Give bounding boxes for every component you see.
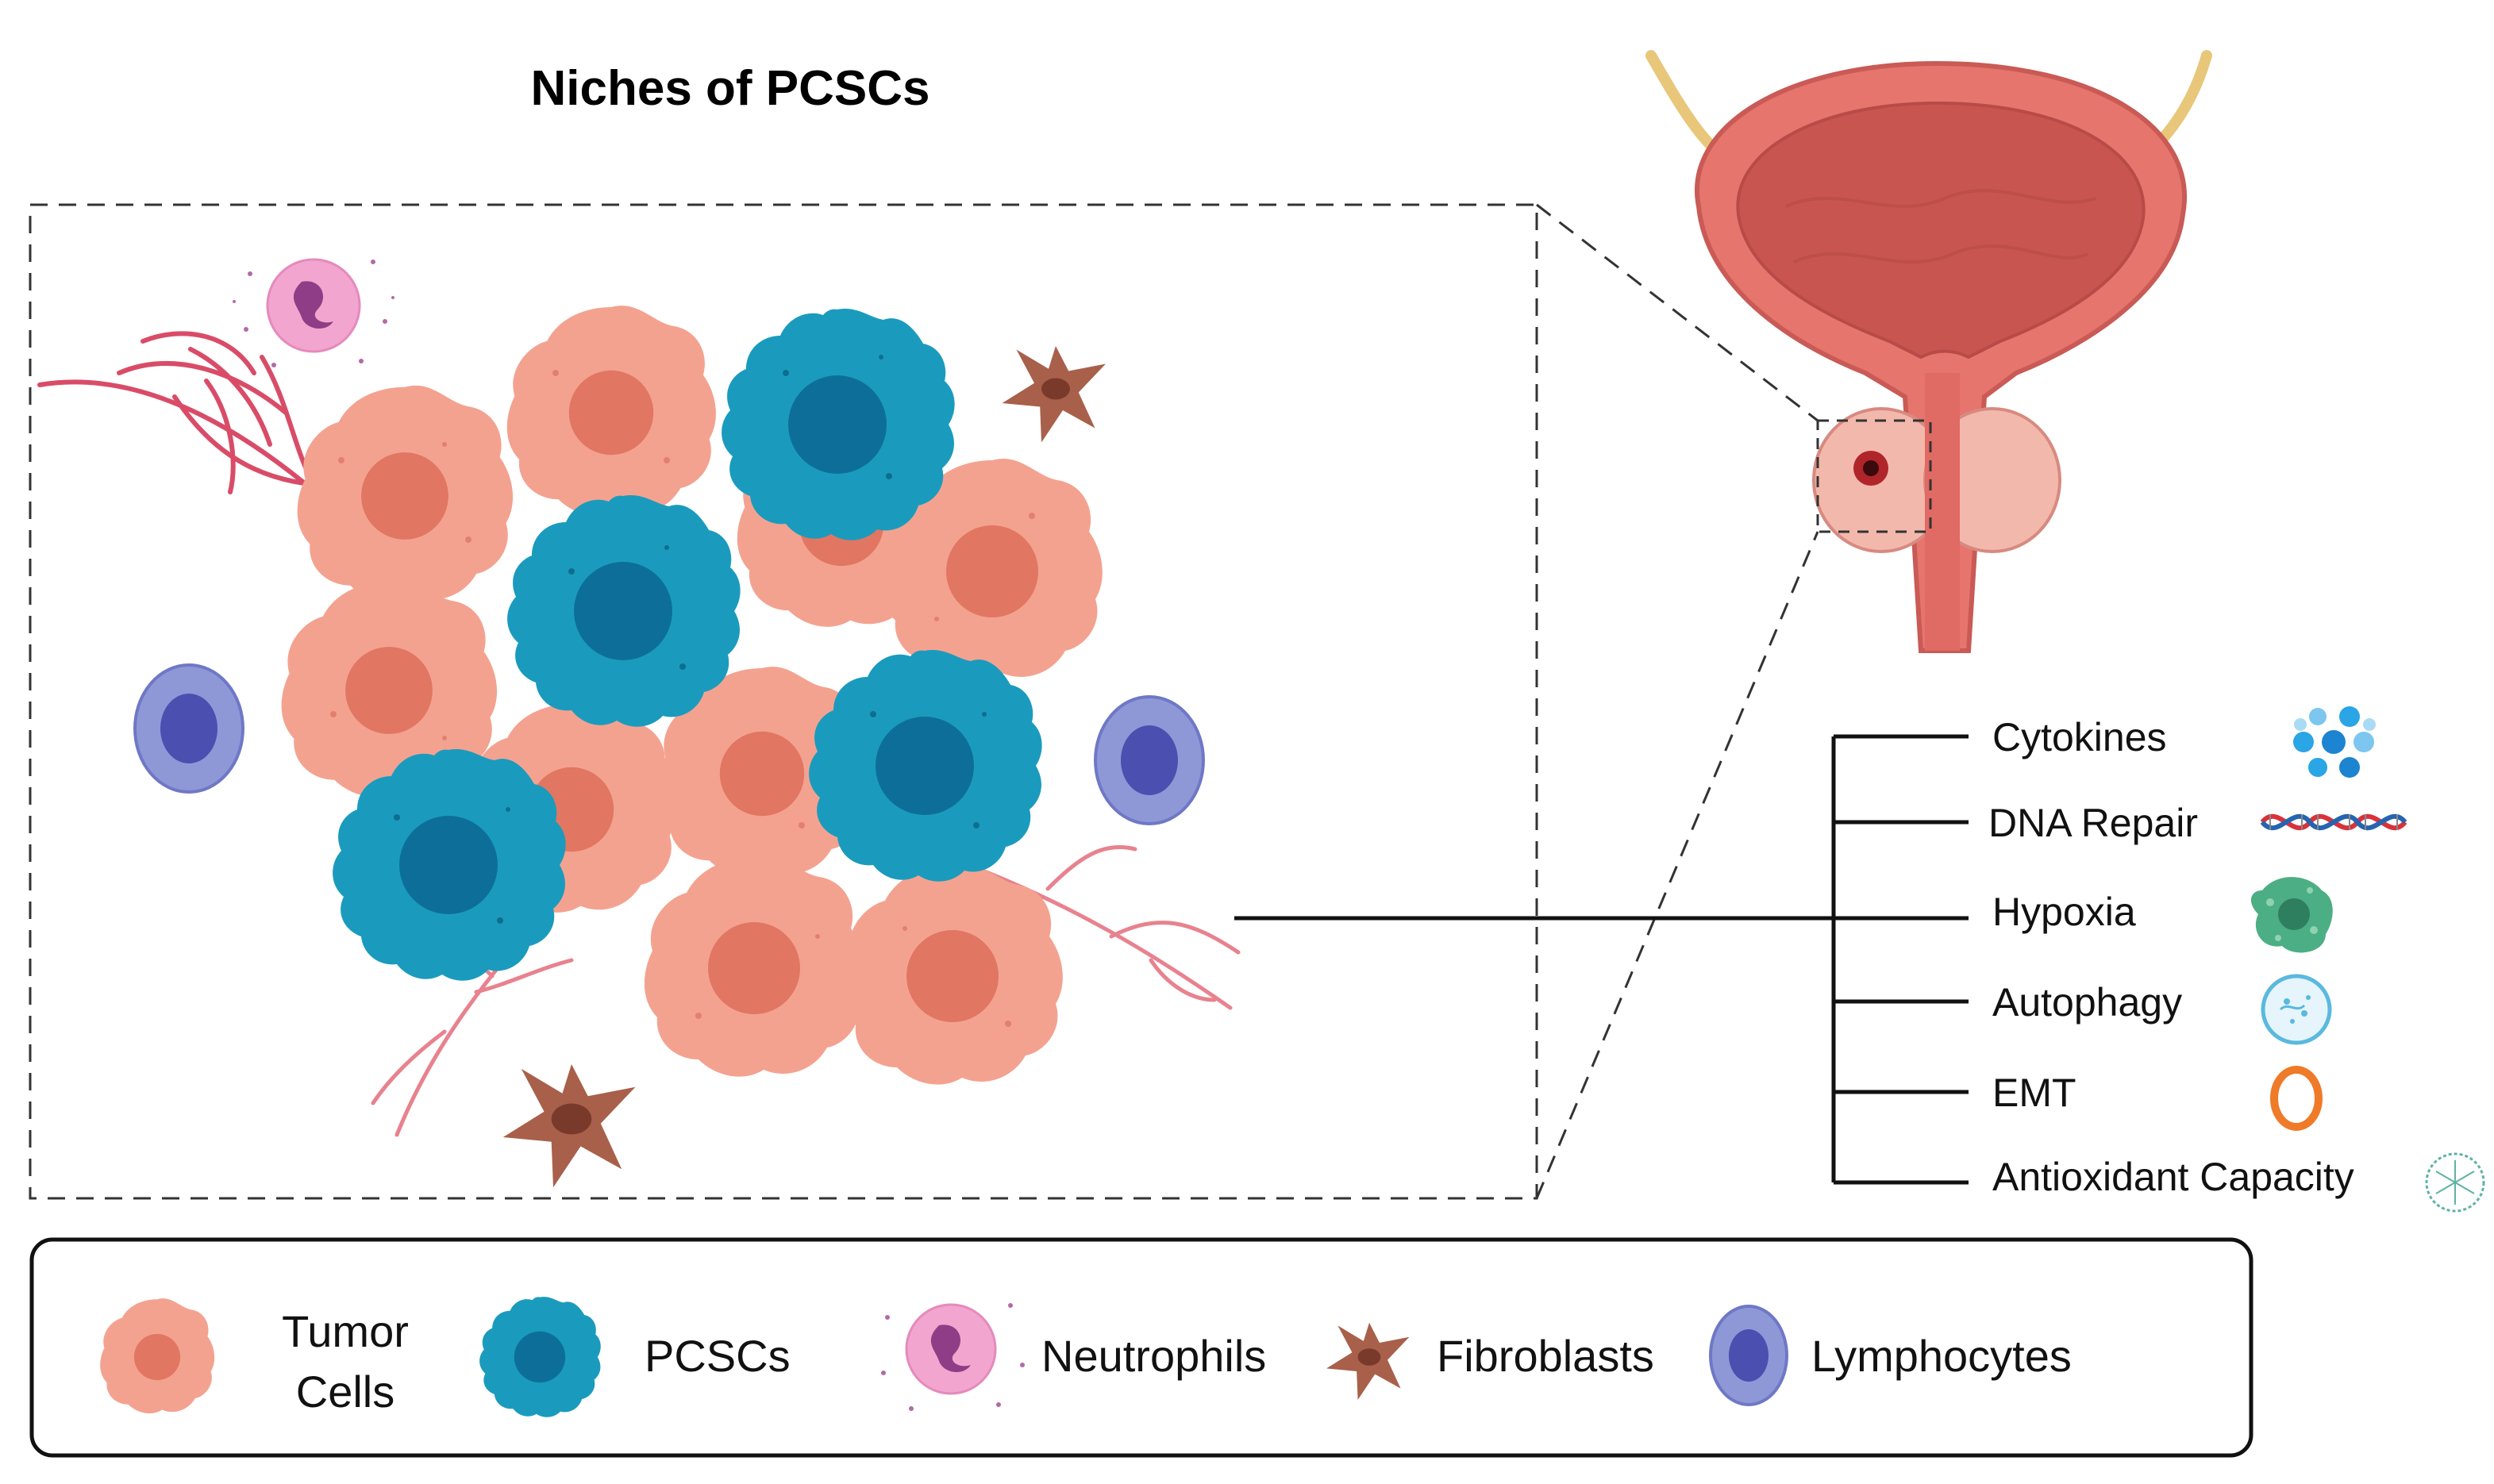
tumor-cell xyxy=(882,458,1103,680)
fibroblast-cell xyxy=(502,1064,636,1188)
factor-label: Autophagy xyxy=(1992,980,2182,1025)
pcsc-cells xyxy=(333,308,1042,981)
factor-connector-tree xyxy=(1234,734,1969,1185)
blood-vessel-top-left xyxy=(37,331,312,494)
legend-tumor-cell-icon xyxy=(100,1298,215,1414)
zoom-connector-bottom xyxy=(1535,531,1819,1199)
hypoxia-icon xyxy=(2250,877,2333,953)
legend-label-pcscs: PCSCs xyxy=(645,1331,791,1381)
factor-labels: Cytokines DNA Repair Hypoxia Autophagy E… xyxy=(1988,715,2354,1199)
cytokines-icon xyxy=(2293,706,2376,778)
pcsc-cell xyxy=(333,748,566,981)
pcsc-cell xyxy=(507,494,741,727)
tumor-cell xyxy=(644,855,864,1077)
pcsc-cell xyxy=(722,308,955,540)
zoom-connector-top xyxy=(1536,203,1819,422)
antioxidant-icon xyxy=(2425,1152,2485,1213)
blood-vessel-right xyxy=(966,844,1241,1010)
tumor-site-zoom-box xyxy=(1816,419,1932,533)
factor-label: EMT xyxy=(1992,1071,2076,1115)
legend-label-tumor-line1: Tumor xyxy=(282,1306,409,1356)
tumor-cell xyxy=(281,579,498,797)
factor-label: Hypoxia xyxy=(1992,890,2136,934)
autophagy-icon xyxy=(2261,974,2332,1045)
fibroblast-cell xyxy=(1002,346,1106,443)
tumor-cell xyxy=(657,667,867,877)
legend-label-tumor-line2: Cells xyxy=(296,1367,394,1417)
legend-label-neutrophils: Neutrophils xyxy=(1041,1331,1266,1381)
lymphocyte-cell xyxy=(133,663,244,794)
legend-label-fibroblasts: Fibroblasts xyxy=(1437,1331,1654,1381)
tumor-cell xyxy=(297,385,514,602)
legend-label-lymphocytes: Lymphocytes xyxy=(1811,1331,2072,1381)
factor-label: Antioxidant Capacity xyxy=(1992,1155,2354,1199)
legend-lymphocyte-icon xyxy=(1709,1305,1788,1406)
bladder-prostate-illustration xyxy=(1645,50,2212,653)
tumor-cell xyxy=(506,306,716,516)
tumor-cell xyxy=(842,863,1063,1085)
dna-icon xyxy=(2260,813,2407,831)
factor-label: Cytokines xyxy=(1992,715,2167,759)
pcsc-cell xyxy=(809,649,1042,882)
niche-zoom-box xyxy=(29,203,1538,1200)
pcsc-speckles xyxy=(394,355,987,924)
diagram-title: Niches of PCSCs xyxy=(530,61,929,116)
lymphocyte-cell xyxy=(1094,695,1205,825)
legend-fibroblast-icon xyxy=(1326,1322,1410,1400)
neutrophil-cell xyxy=(233,258,394,367)
emt-ring-icon xyxy=(2270,1066,2323,1131)
legend-neutrophil-icon xyxy=(881,1303,1025,1411)
factor-label: DNA Repair xyxy=(1988,801,2198,845)
legend-labels: Tumor Cells PCSCs Neutrophils Fibroblast… xyxy=(282,1306,2072,1417)
legend-box xyxy=(29,1237,2253,1458)
legend-pcsc-icon xyxy=(479,1297,601,1417)
